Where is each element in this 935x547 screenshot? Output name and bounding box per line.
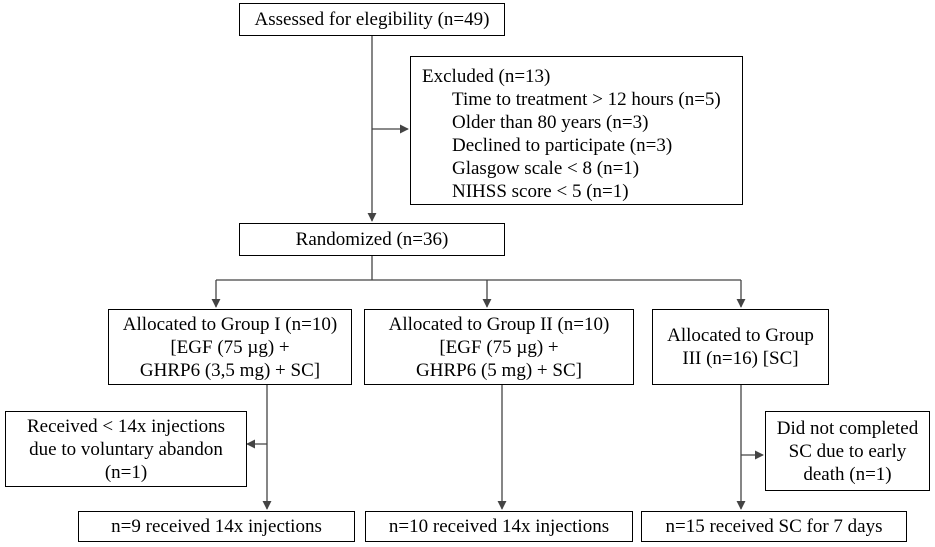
group-1-line: Allocated to Group I (n=10) — [122, 313, 338, 335]
outcome-1-label: n=9 received 14x injections — [111, 516, 322, 537]
excluded-item: Older than 80 years (n=3) — [452, 112, 649, 133]
dropout-2-box: Did not completed SC due to early death … — [765, 411, 930, 491]
excluded-box: Excluded (n=13) Time to treatment > 12 h… — [410, 56, 743, 205]
group-3-line: Allocated to Group — [667, 325, 814, 346]
outcome-2-label: n=10 received 14x injections — [388, 516, 610, 537]
group-3-box: Allocated to Group III (n=16) [SC] — [652, 309, 829, 385]
assessed-label: Assessed for elegibility (n=49) — [254, 9, 490, 30]
dropout-2-line: Did not completed — [776, 417, 919, 439]
excluded-item: Time to treatment > 12 hours (n=5) — [452, 89, 721, 110]
outcome-1-box: n=9 received 14x injections — [78, 511, 355, 542]
group-1-box: Allocated to Group I (n=10) [EGF (75 µg)… — [108, 309, 352, 385]
dropout-1-line: (n=1) — [104, 461, 148, 483]
group-1-line: GHRP6 (3,5 mg) + SC] — [139, 359, 321, 381]
group-2-line: GHRP6 (5 mg) + SC] — [416, 359, 582, 381]
excluded-title: Excluded (n=13) — [422, 66, 551, 87]
excluded-item: NIHSS score < 5 (n=1) — [452, 181, 629, 202]
dropout-1-box: Received < 14x injections due to volunta… — [5, 411, 247, 487]
dropout-1-line: Received < 14x injections — [26, 415, 226, 437]
outcome-2-box: n=10 received 14x injections — [365, 511, 633, 542]
group-3-line: III (n=16) [SC] — [682, 348, 799, 369]
outcome-3-box: n=15 received SC for 7 days — [641, 511, 907, 542]
group-2-line: Allocated to Group II (n=10) — [388, 313, 610, 335]
randomized-label: Randomized (n=36) — [295, 229, 449, 250]
group-1-line: [EGF (75 µg) + — [170, 336, 290, 358]
assessed-box: Assessed for elegibility (n=49) — [239, 3, 505, 36]
excluded-item: Glasgow scale < 8 (n=1) — [452, 158, 640, 179]
group-2-box: Allocated to Group II (n=10) [EGF (75 µg… — [364, 309, 634, 385]
outcome-3-label: n=15 received SC for 7 days — [665, 516, 883, 537]
excluded-item: Declined to participate (n=3) — [452, 135, 673, 156]
group-2-line: [EGF (75 µg) + — [439, 336, 559, 358]
dropout-2-line: death (n=1) — [803, 463, 892, 485]
dropout-1-line: due to voluntary abandon — [29, 438, 223, 460]
randomized-box: Randomized (n=36) — [239, 223, 505, 256]
dropout-2-line: SC due to early — [788, 440, 907, 462]
